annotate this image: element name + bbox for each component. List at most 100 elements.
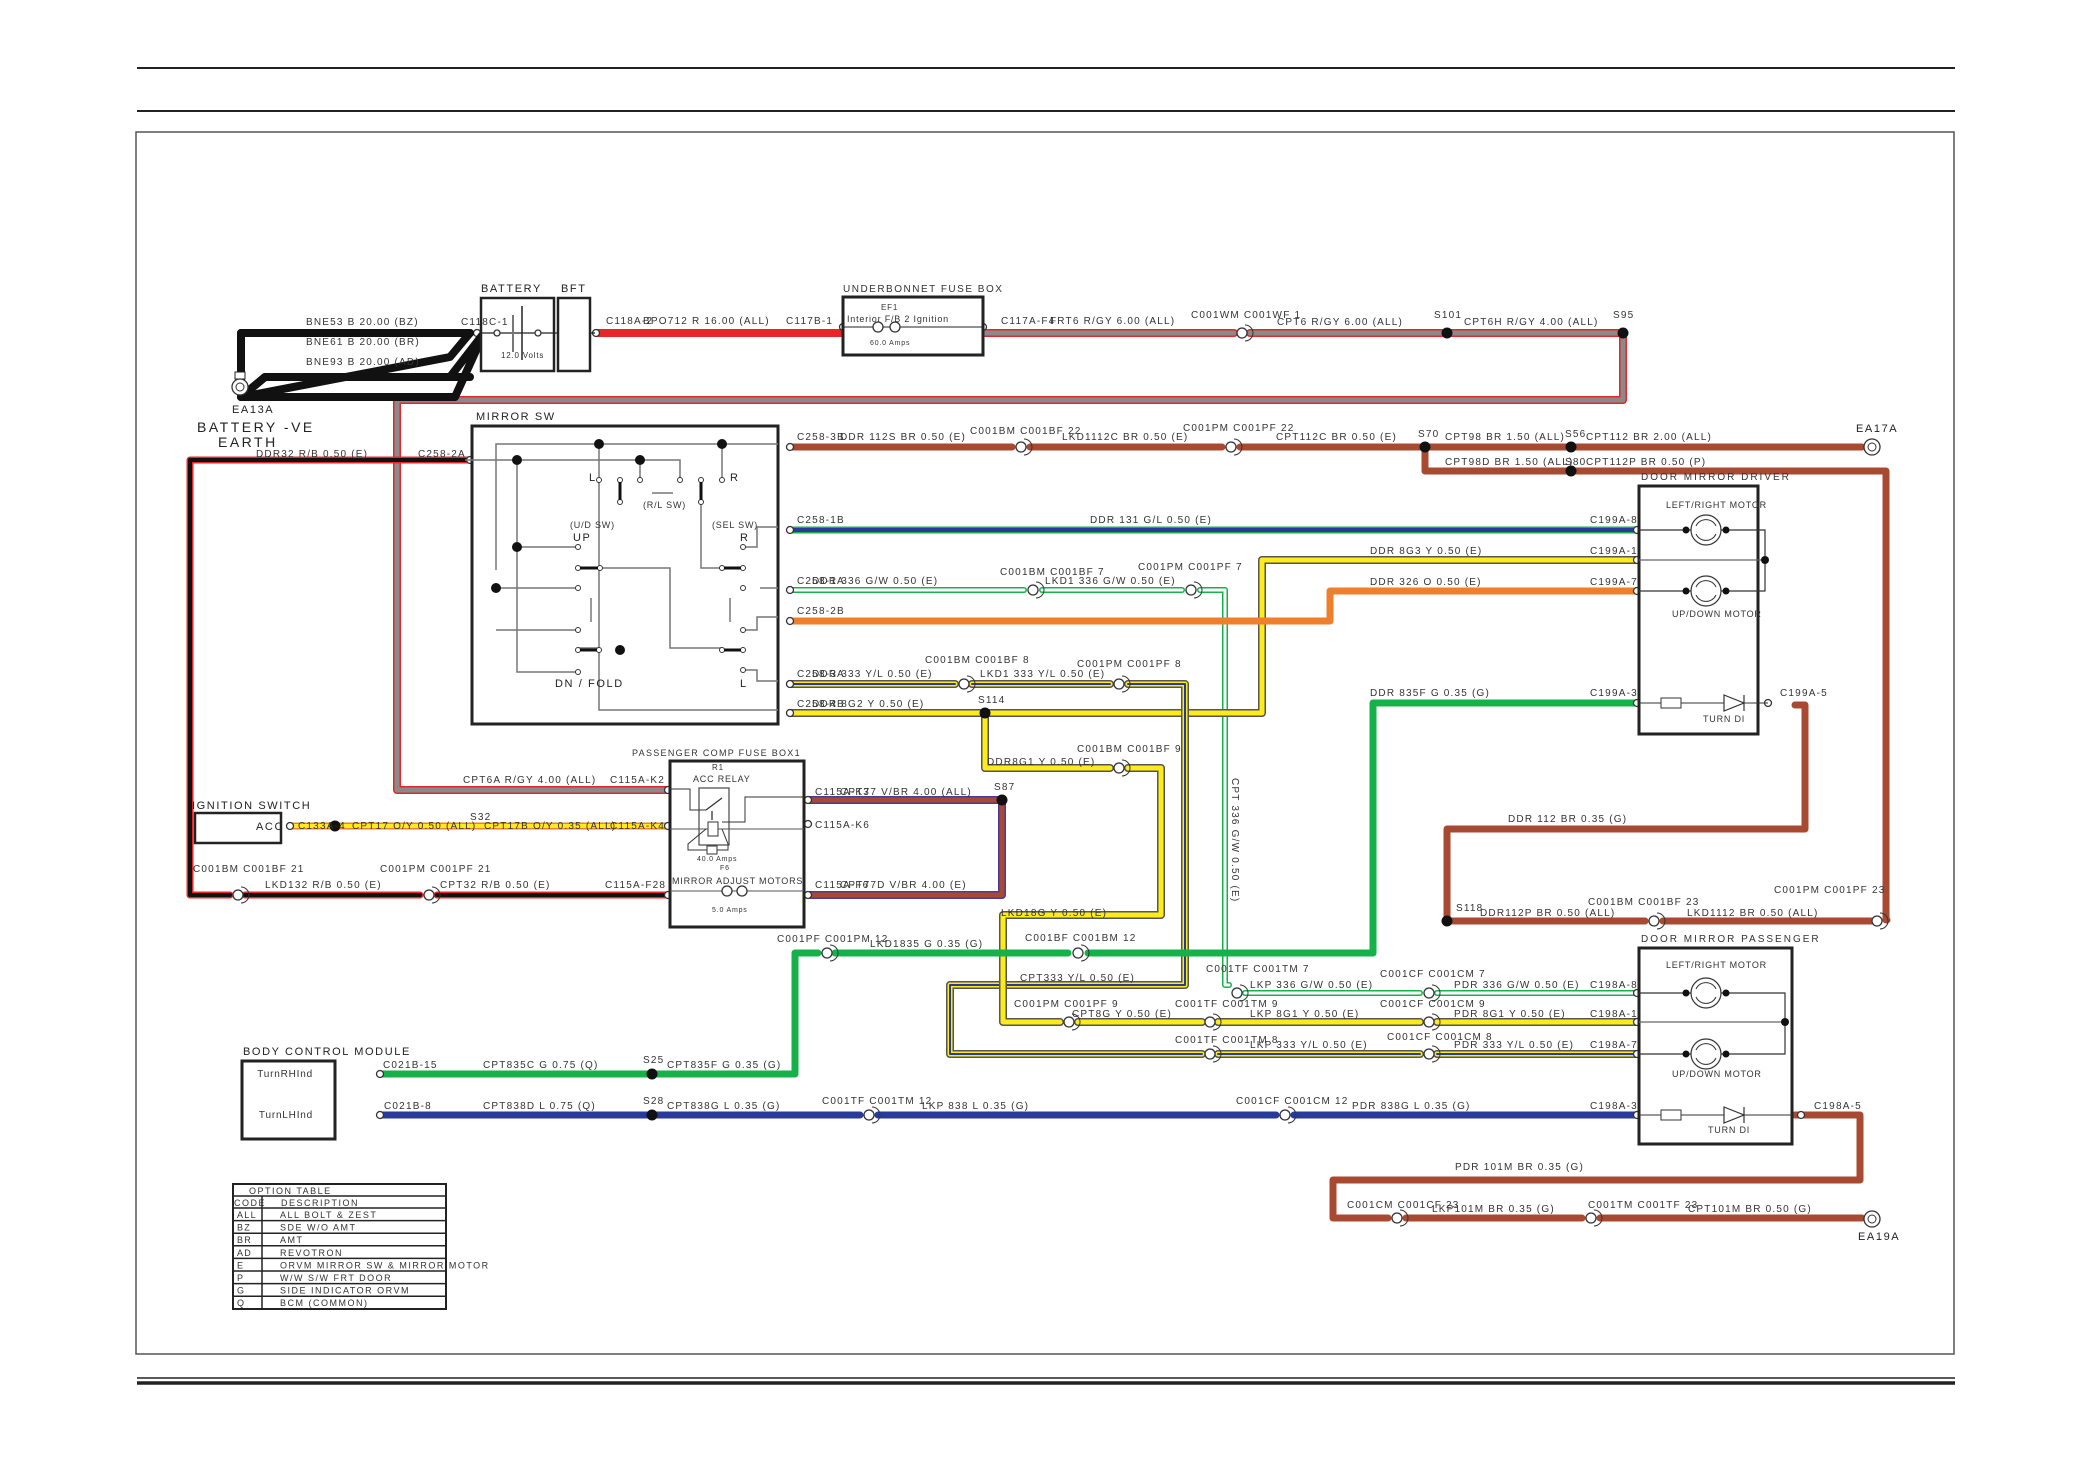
- pin-terminal: [785, 525, 795, 535]
- wire-label-ddr131: DDR 131 G/L 0.50 (E): [1090, 515, 1212, 526]
- wire-label-c001wm: C001WM C001WF 1: [1191, 310, 1301, 321]
- wire-label-bne93: BNE93 B 20.00 (AD): [306, 357, 420, 368]
- wire-label-c021b15: C021B-15: [383, 1060, 438, 1071]
- wires-layer: [186, 322, 1891, 1227]
- inline-connector-icon: [1423, 984, 1441, 1002]
- option-row-code: G: [237, 1286, 245, 1296]
- wire-label-ddr112p: DDR112P BR 0.50 (ALL): [1480, 908, 1615, 919]
- pin-terminal: [785, 616, 795, 626]
- wire-label-c001bf12: C001BF C001BM 12: [1025, 933, 1136, 944]
- body-control-module[interactable]: BODY CONTROL MODULE TurnRHInd TurnLHInd: [240, 1046, 411, 1141]
- wire-label-s32: S32: [470, 812, 491, 823]
- wire-cpt333: [946, 680, 1206, 1058]
- wire-label-s28: S28: [643, 1096, 664, 1107]
- option-table-title: OPTION TABLE: [249, 1186, 332, 1196]
- wire-label-c001pm22: C001PM C001PF 22: [1183, 423, 1294, 434]
- inline-connector-icon: [1585, 1209, 1603, 1227]
- wire-label-cpt838d: CPT838D L 0.75 (Q): [483, 1101, 596, 1112]
- wire-label-cpt101m: CPT101M BR 0.50 (G): [1688, 1204, 1812, 1215]
- wire-label-c2584b: C258-4B: [797, 699, 845, 710]
- inline-connector-icon: [958, 675, 976, 693]
- mirror-sw-up: UP: [573, 532, 591, 544]
- wire-cpt835f: [376, 949, 822, 1078]
- inline-connector-icon: [1185, 581, 1203, 599]
- wire-label-c2583b: C258-3B: [797, 432, 845, 443]
- wire-lkd18g: [999, 764, 1165, 1026]
- wire-label-c001cf12: C001CF C001CM 12: [1236, 1096, 1349, 1107]
- wire-label-c021b8: C021B-8: [384, 1101, 432, 1112]
- option-table-header-code: CODE: [234, 1198, 266, 1208]
- pin-terminal: [375, 1069, 385, 1079]
- earth-ea13a-title-1: BATTERY -VE: [197, 419, 315, 435]
- inline-connector-icon: [1015, 438, 1033, 456]
- wire-label-cpt112p: CPT112P BR 0.50 (P): [1586, 457, 1706, 468]
- dmp-lr-motor-label: LEFT/RIGHT MOTOR: [1666, 960, 1767, 970]
- splice-s87: [996, 794, 1008, 806]
- wire-label-c001pm8: C001PM C001PF 8: [1077, 659, 1182, 670]
- pin-terminal: [803, 819, 813, 829]
- wire-label-cpt336v: CPT 336 G/W 0.50 (E): [1229, 778, 1240, 902]
- dmd-turn-label: TURN DI: [1703, 714, 1745, 724]
- passenger-comp-fuse-box[interactable]: PASSENGER COMP FUSE BOX1 R1 ACC RELAY 40…: [632, 748, 806, 929]
- wire-label-ddr336: DDR 336 G/W 0.50 (E): [812, 576, 938, 587]
- wire-label-c199a1: C199A-1: [1590, 546, 1638, 557]
- wire-label-lkd1835: LKD1835 G 0.35 (G): [870, 939, 983, 950]
- wire-label-c001cf9: C001CF C001CM 9: [1380, 999, 1486, 1010]
- wire-label-s101: S101: [1434, 310, 1462, 321]
- wire-label-bne53: BNE53 B 20.00 (BZ): [306, 317, 419, 328]
- mirror-sw-sel-r: R: [740, 532, 750, 544]
- splice-s28: [646, 1109, 658, 1121]
- splice-s25: [646, 1068, 658, 1080]
- bcm-pin-turn-rh: TurnRHInd: [257, 1069, 313, 1080]
- wire-label-c199a8: C199A-8: [1590, 515, 1638, 526]
- pin-terminal: [375, 1110, 385, 1120]
- wire-label-c001tf9: C001TF C001TM 9: [1175, 999, 1279, 1010]
- wire-label-cpt77: CPT77 V/BR 4.00 (ALL): [840, 787, 972, 798]
- bcm-pin-turn-lh: TurnLHInd: [259, 1110, 313, 1121]
- motor-icon: [1682, 514, 1730, 546]
- wire-label-c115ak6: C115A-K6: [815, 820, 870, 831]
- wire-label-ddr326: DDR 326 O 0.50 (E): [1370, 577, 1482, 588]
- motor-icon: [1682, 575, 1730, 607]
- wire-label-c199a7: C199A-7: [1590, 577, 1638, 588]
- inline-connector-icon: [1072, 944, 1090, 962]
- pcfb-relay-rating: 40.0 Amps: [697, 856, 737, 863]
- option-row-description: REVOTRON: [280, 1248, 343, 1258]
- wire-label-c001pm7: C001PM C001PF 7: [1138, 562, 1243, 573]
- mirror-sw-ud-sw: (U/D SW): [570, 520, 615, 530]
- splice-s32: [329, 820, 341, 832]
- wire-label-s56: S56: [1565, 429, 1586, 440]
- inline-connector-icon: [1113, 675, 1131, 693]
- wire-label-c115ak3: C115A-K3: [815, 787, 870, 798]
- wire-label-c117af: C117A-F4: [1001, 316, 1055, 327]
- underbonnet-fuse-box[interactable]: UNDERBONNET FUSE BOX EF1 Interior F/B 2 …: [841, 284, 1003, 357]
- wire-label-lkp336: LKP 336 G/W 0.50 (E): [1250, 980, 1373, 991]
- wire-label-cpt6: CPT6 R/GY 6.00 (ALL): [1277, 317, 1403, 328]
- wire-ddr8g2: [786, 556, 1641, 717]
- wire-label-c198a5: C198A-5: [1814, 1101, 1862, 1112]
- wire-label-ddr112s: DDR 112S BR 0.50 (E): [840, 432, 966, 443]
- wire-label-c133a4: C133A-4: [298, 821, 346, 832]
- wire-ddr8g1: [981, 709, 1114, 772]
- bcm-title: BODY CONTROL MODULE: [243, 1046, 411, 1058]
- wire-label-cpt32: CPT32 R/B 0.50 (E): [440, 880, 551, 891]
- wire-label-lkd1112: LKD1112 BR 0.50 (ALL): [1687, 908, 1819, 919]
- inline-connector-icon: [1423, 1045, 1441, 1063]
- wire-label-c2581b: C258-1B: [797, 515, 845, 526]
- ignition-switch[interactable]: IGNITION SWITCH ACC: [192, 800, 311, 845]
- mirror-switch[interactable]: MIRROR SW: [465, 411, 780, 726]
- wire-label-lkp333: LKP 333 Y/L 0.50 (E): [1250, 1040, 1368, 1051]
- pcfb-relay-name: ACC RELAY: [693, 774, 751, 784]
- wire-label-s114: S114: [978, 695, 1005, 706]
- inline-connector-icon: [423, 886, 441, 904]
- option-row-description: AMT: [280, 1235, 304, 1245]
- battery-component[interactable]: BATTERY 12.0 Volts BFT: [479, 283, 595, 373]
- dmd-ud-motor-label: UP/DOWN MOTOR: [1672, 609, 1762, 619]
- motor-icon: [1682, 977, 1730, 1009]
- wire-label-c001tf12: C001TF C001TM 12: [822, 1096, 932, 1107]
- option-row-description: ORVM MIRROR SW & MIRROR MOTOR: [280, 1260, 490, 1270]
- wire-label-c001bm8: C001BM C001BF 8: [925, 655, 1030, 666]
